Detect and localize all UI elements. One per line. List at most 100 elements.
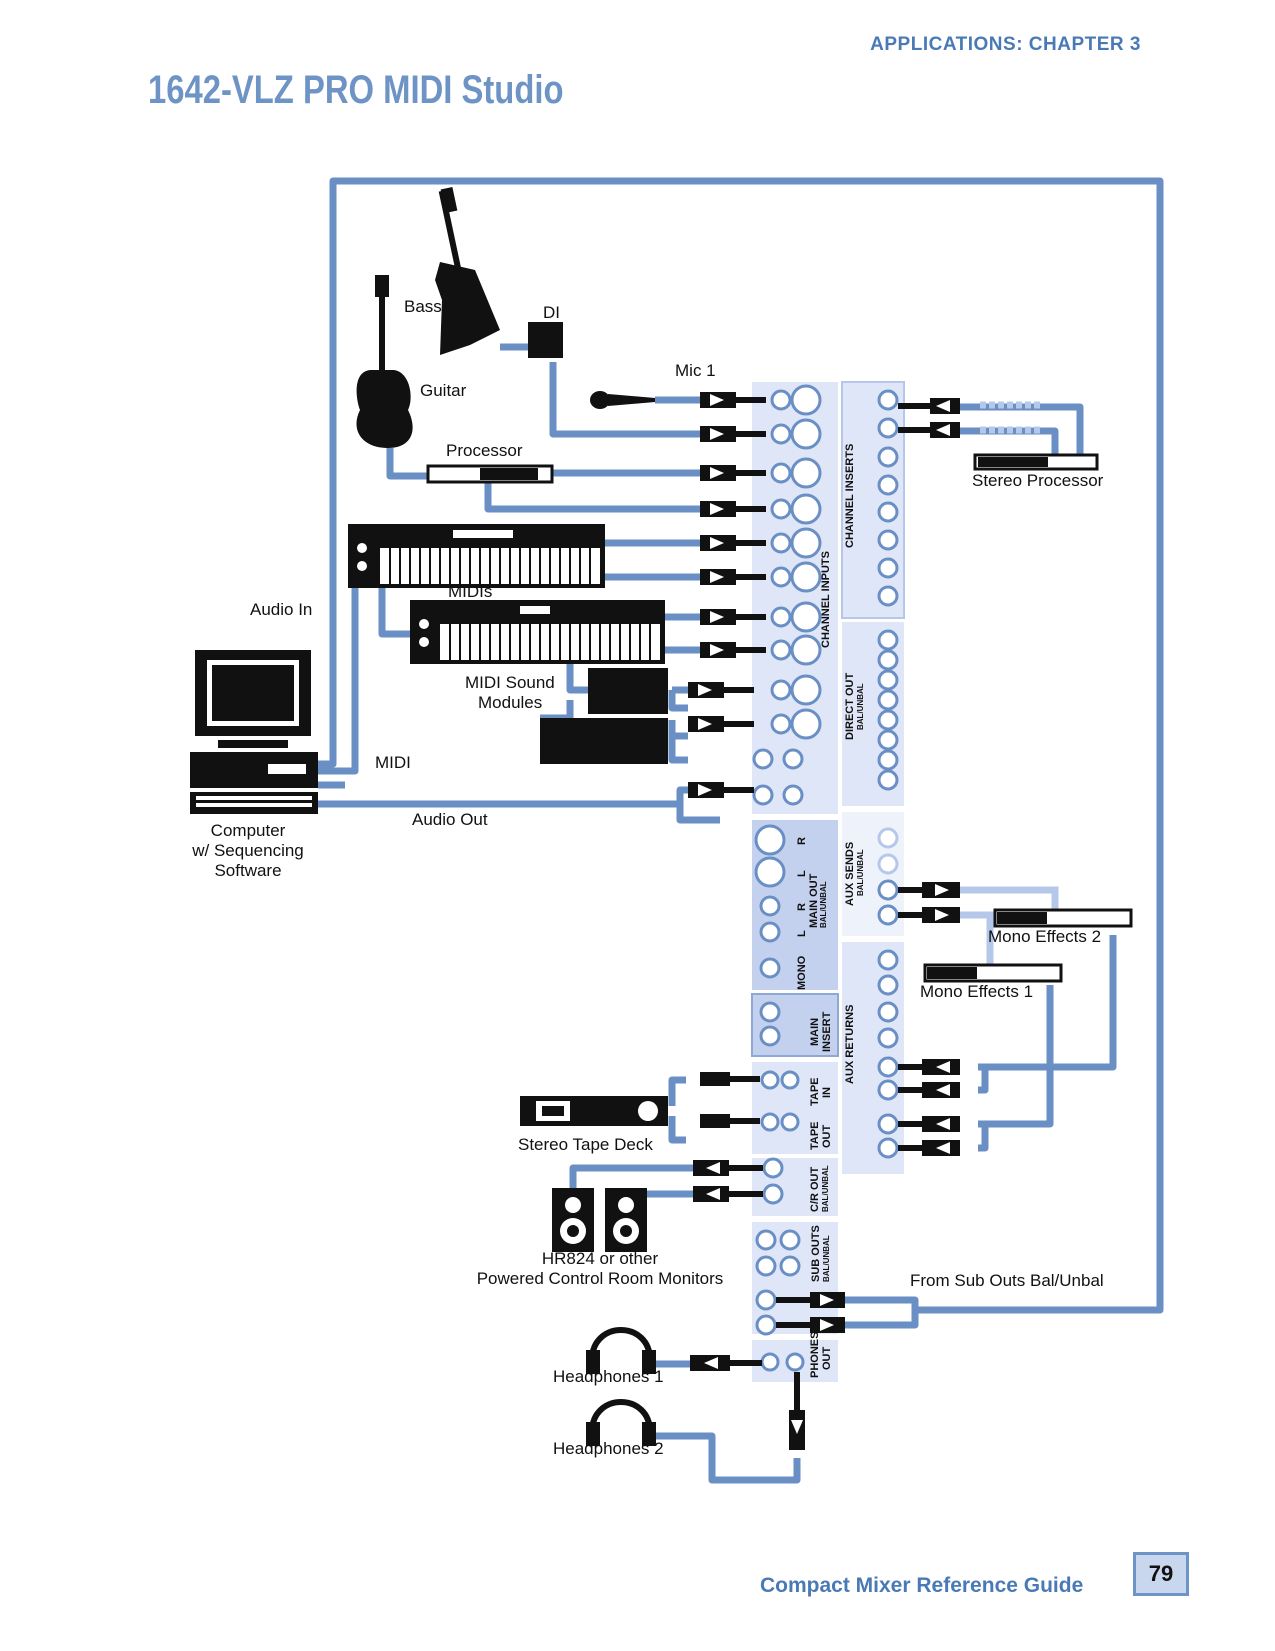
plug-arrows bbox=[698, 394, 950, 1434]
mono-effects-2-icon bbox=[993, 908, 1133, 928]
label-di: DI bbox=[543, 303, 560, 322]
label-headphones-1: Headphones 1 bbox=[553, 1367, 664, 1386]
label-main-l2: L bbox=[796, 930, 808, 937]
label-cr-out-bal: BAL/UNBAL bbox=[821, 1165, 830, 1212]
label-sequencing: w/ Sequencing bbox=[191, 841, 304, 860]
label-mono-effects-2: Mono Effects 2 bbox=[988, 927, 1101, 946]
cable-processor-in4 bbox=[484, 483, 700, 513]
label-modules: Modules bbox=[478, 693, 542, 712]
cable-module-a bbox=[668, 686, 688, 712]
insert-plugs bbox=[898, 398, 960, 438]
label-midi: MIDI bbox=[375, 753, 411, 772]
label-headphones-2: Headphones 2 bbox=[553, 1439, 664, 1458]
cable-guitar-processor bbox=[386, 448, 428, 480]
label-main-out: MAIN OUT bbox=[808, 873, 820, 928]
cable-sub-outs bbox=[845, 1296, 919, 1329]
label-stereo-processor: Stereo Processor bbox=[972, 471, 1104, 490]
label-channel-inserts: CHANNEL INSERTS bbox=[844, 444, 856, 548]
tape-plugs bbox=[700, 1072, 760, 1128]
di-box-icon bbox=[528, 322, 563, 358]
cable-midi-2 bbox=[378, 588, 416, 638]
tape-deck-icon bbox=[520, 1096, 668, 1126]
label-phones: PHONES bbox=[809, 1332, 821, 1378]
label-processor: Processor bbox=[446, 441, 523, 460]
label-mic1: Mic 1 bbox=[675, 361, 716, 380]
label-stereo-tape-deck: Stereo Tape Deck bbox=[518, 1135, 653, 1154]
cable-audio-out-2 bbox=[676, 804, 720, 824]
guitar-icon bbox=[356, 275, 413, 448]
label-phones-out: OUT bbox=[821, 1347, 833, 1371]
label-audio-out: Audio Out bbox=[412, 810, 488, 829]
label-main-out-bal: BAL/UNBAL bbox=[819, 881, 828, 928]
label-direct-out-bal: BAL/UNBAL bbox=[856, 683, 865, 730]
computer-icon bbox=[190, 650, 318, 814]
cable-midi-1 bbox=[318, 588, 359, 775]
stereo-processor-icon bbox=[973, 453, 1099, 471]
cable-cr-left bbox=[569, 1164, 693, 1190]
headphones-2-icon bbox=[586, 1399, 656, 1446]
processor-icon bbox=[426, 464, 554, 484]
panel-channel-inserts bbox=[841, 381, 905, 619]
headphones-1-icon bbox=[586, 1327, 656, 1374]
cable-hp2 bbox=[655, 1432, 801, 1484]
cable-di-input2 bbox=[549, 362, 700, 438]
label-audio-in: Audio In bbox=[250, 600, 312, 619]
label-cr-out: C/R OUT bbox=[809, 1167, 821, 1213]
keyboard-2-icon bbox=[410, 600, 665, 664]
label-mono: MONO bbox=[796, 955, 808, 990]
cable-aux-send-2 bbox=[960, 911, 994, 965]
label-insert: INSERT bbox=[821, 1011, 833, 1052]
bass-icon bbox=[435, 187, 500, 355]
label-direct-out: DIRECT OUT bbox=[844, 673, 856, 741]
aux-plugs bbox=[898, 882, 960, 1156]
monitor-right-icon bbox=[605, 1188, 647, 1252]
label-out: OUT bbox=[821, 1125, 833, 1149]
cable-sp-2 bbox=[960, 427, 1059, 455]
label-main-r: R bbox=[796, 837, 808, 845]
label-tape-in: TAPE bbox=[809, 1077, 821, 1106]
label-channel-inputs: CHANNEL INPUTS bbox=[820, 551, 832, 648]
label-guitar: Guitar bbox=[420, 381, 467, 400]
keyboard-1-icon bbox=[348, 524, 605, 588]
label-software: Software bbox=[214, 861, 281, 880]
label-sub-outs-bal: BAL/UNBAL bbox=[822, 1235, 831, 1282]
label-main-l: L bbox=[796, 870, 808, 877]
label-mono-effects-1: Mono Effects 1 bbox=[920, 982, 1033, 1001]
aux-send-cables bbox=[960, 401, 1059, 965]
label-in: IN bbox=[821, 1087, 833, 1098]
label-midis: MIDIs bbox=[448, 582, 492, 601]
label-monitors-1: HR824 or other bbox=[542, 1249, 659, 1268]
cable-aux-send-1 bbox=[960, 886, 1059, 910]
page-number: 79 bbox=[1133, 1552, 1189, 1596]
footer-guide-title: Compact Mixer Reference Guide bbox=[760, 1574, 1084, 1597]
cable-midi-4 bbox=[540, 700, 574, 722]
label-monitors-2: Powered Control Room Monitors bbox=[477, 1269, 724, 1288]
mono-effects-1-icon bbox=[923, 963, 1063, 983]
label-main: MAIN bbox=[809, 1018, 821, 1046]
label-computer: Computer bbox=[211, 821, 286, 840]
cable-outer-loop bbox=[318, 177, 1164, 1314]
cable-module-b bbox=[668, 720, 688, 764]
input-sockets bbox=[752, 384, 899, 1372]
label-aux-sends: AUX SENDS bbox=[844, 842, 856, 906]
cable-aux-ret-2 bbox=[978, 985, 1054, 1128]
label-sub-outs: SUB OUTS bbox=[810, 1225, 822, 1282]
sound-module-2-icon bbox=[540, 718, 668, 764]
label-main-r2: R bbox=[796, 903, 808, 911]
sound-module-1-icon bbox=[588, 668, 668, 714]
label-aux-sends-bal: BAL/UNBAL bbox=[856, 849, 865, 896]
cables bbox=[318, 177, 1164, 1484]
label-midi-sound: MIDI Sound bbox=[465, 673, 555, 692]
cable-aux-ret-1 bbox=[978, 935, 1117, 1071]
panel-channel-inputs bbox=[752, 382, 838, 814]
microphone-icon bbox=[590, 391, 655, 409]
cable-audio-out bbox=[318, 786, 688, 808]
monitor-left-icon bbox=[552, 1188, 594, 1252]
label-bass: Bass bbox=[404, 297, 442, 316]
cable-tape-out bbox=[668, 1116, 686, 1144]
cable-tape-in bbox=[668, 1076, 686, 1106]
label-from-sub-outs: From Sub Outs Bal/Unbal bbox=[910, 1271, 1104, 1290]
cable-aux-ret-2b bbox=[978, 1124, 989, 1152]
cable-midi-3 bbox=[566, 664, 588, 694]
